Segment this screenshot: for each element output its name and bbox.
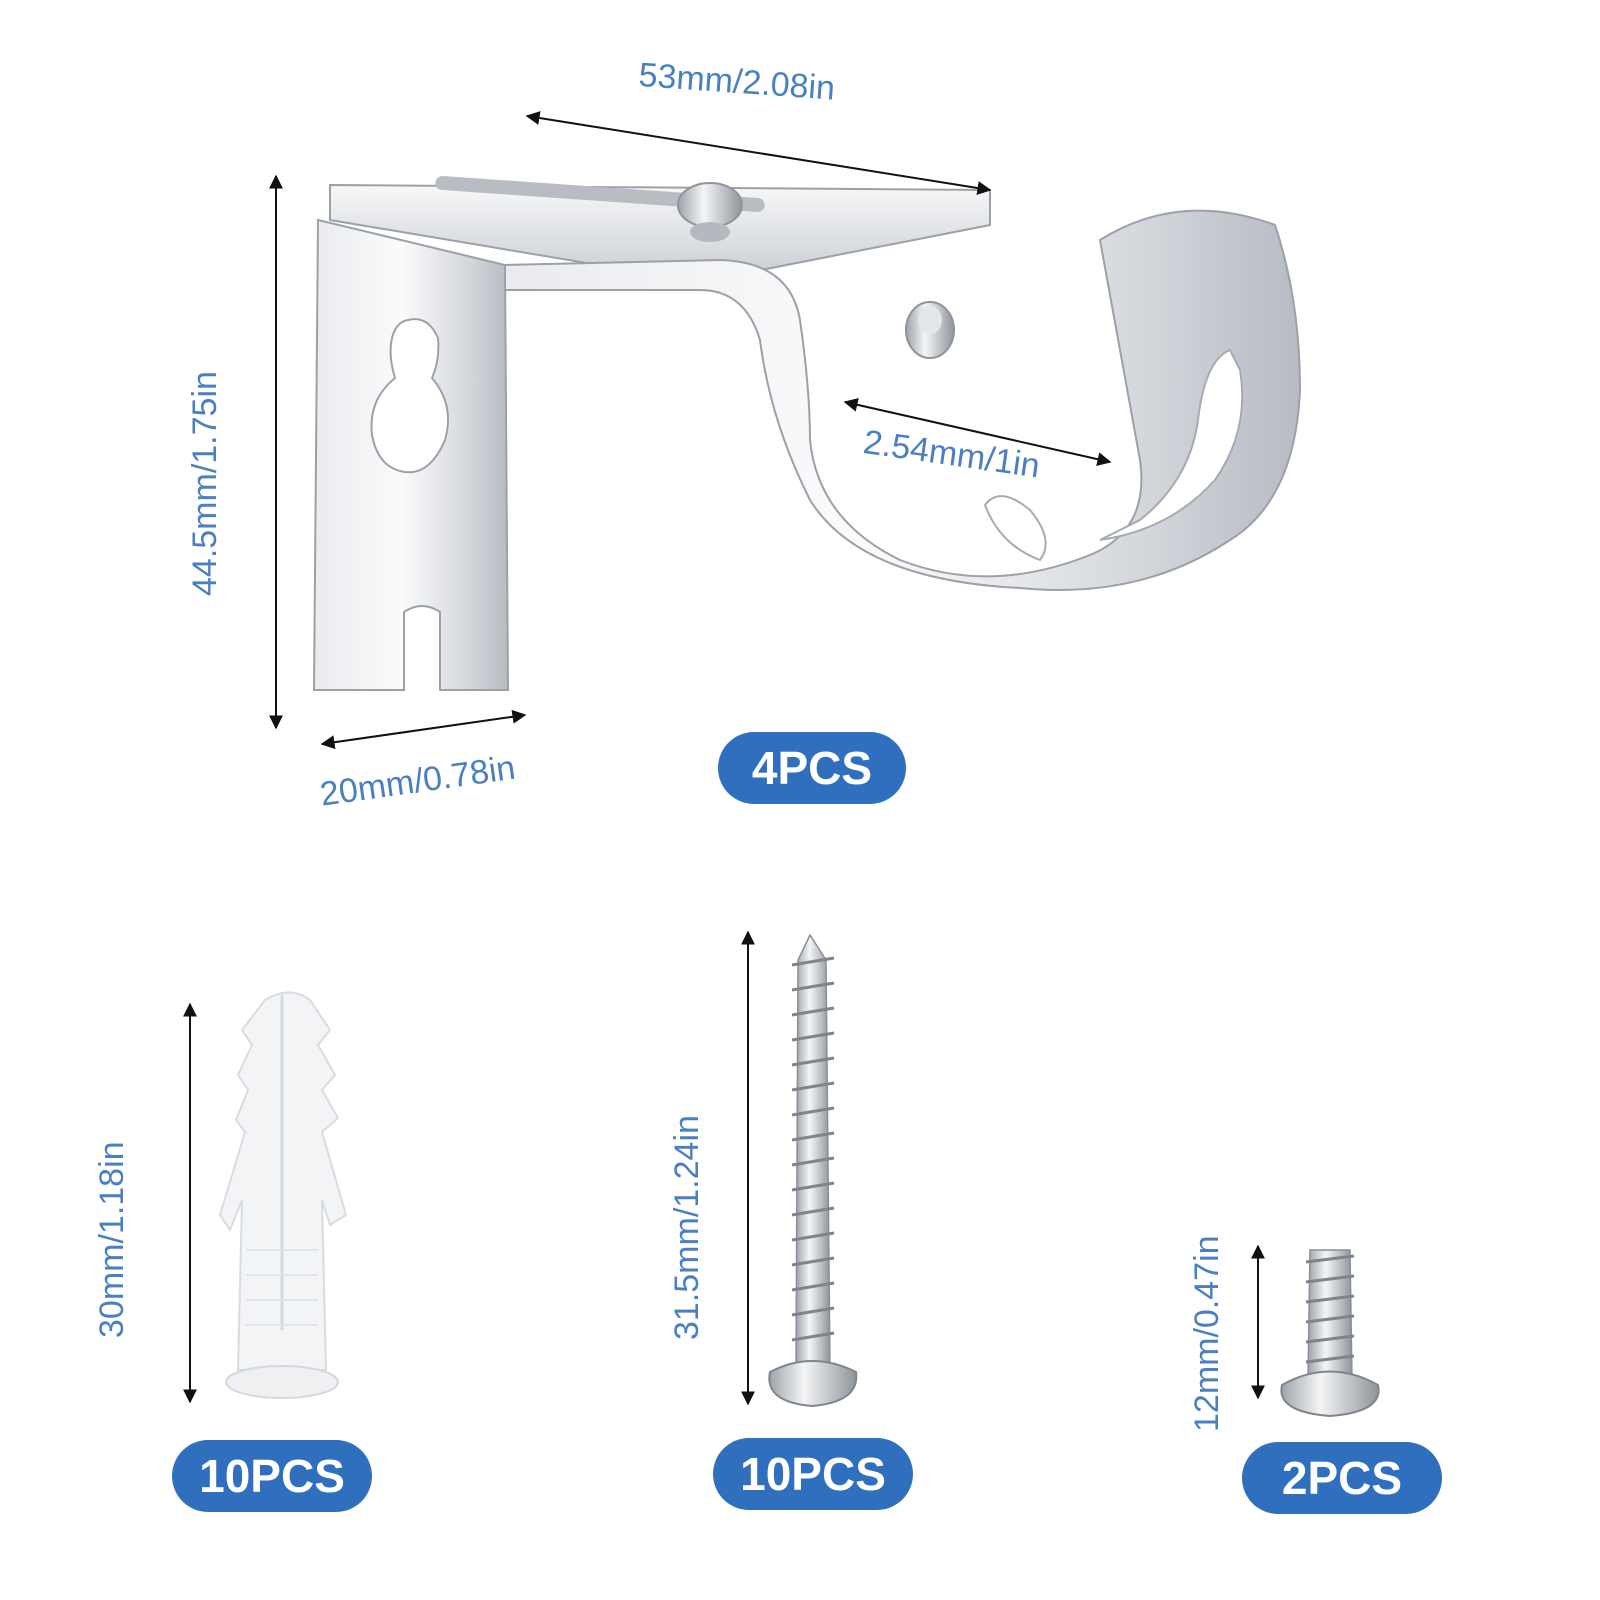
rod-arrow (843, 397, 1112, 467)
wall-anchor (218, 991, 348, 1399)
anchor-length-label: 30mm/1.18in (93, 1141, 131, 1338)
curtain-bracket (312, 175, 1302, 691)
wood-screw-quantity-badge: 10PCS (713, 1438, 913, 1510)
width-arrow (525, 111, 992, 195)
machine-screw-quantity-badge: 2PCS (1242, 1442, 1442, 1514)
anchor-quantity-badge: 10PCS (172, 1440, 372, 1512)
depth-arrow (320, 709, 527, 750)
wood-screw-length-label: 31.5mm/1.24in (668, 1115, 706, 1340)
bracket-height-label: 44.5mm/1.75in (186, 371, 224, 596)
machine-screw (1280, 1249, 1380, 1418)
bracket-quantity-badge: 4PCS (718, 732, 906, 804)
wood-screw (768, 933, 858, 1408)
machine-screw-length-label: 12mm/0.47in (1188, 1235, 1226, 1432)
